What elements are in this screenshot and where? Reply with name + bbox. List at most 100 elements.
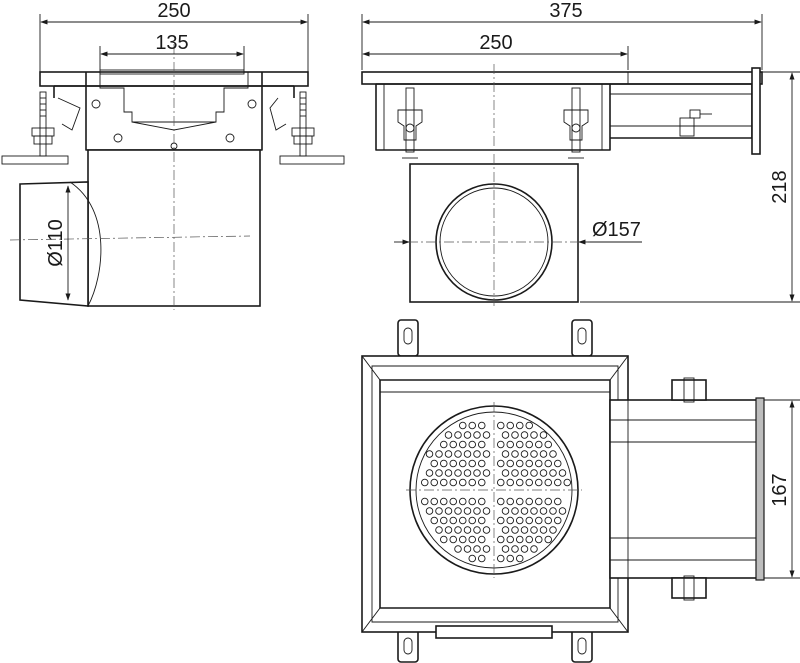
grate-hole [473,450,481,458]
dim-outlet-diameter: Ø110 [45,219,67,266]
grate-hole [501,507,510,515]
side-outlet-arm [610,83,753,139]
grate-hole [468,459,477,468]
grate-hole [516,554,524,563]
grate-hole [421,478,429,487]
grate-hole [501,469,510,477]
grate-hole [520,431,529,439]
grate-hole [449,535,458,544]
grate-hole [468,554,477,563]
grate-hole [459,478,467,487]
plan-outlet-arm [609,377,765,601]
grate-hole [435,507,443,515]
grate-hole [463,526,472,534]
grate-hole [544,516,553,525]
grate-hole [506,440,515,449]
grate-holes [421,421,572,563]
grate-hole [497,421,505,430]
grate-hole [468,478,477,487]
grate-hole [430,478,439,487]
grate-hole [520,545,529,553]
grate-hole [516,459,524,468]
side-left-bolt [397,87,423,159]
grate-hole [506,554,515,563]
grate-hole [468,421,477,430]
grate-hole [554,497,562,506]
grate-hole [449,440,458,449]
grate-hole [478,440,486,449]
grate-hole [501,526,510,534]
grate-hole [430,516,439,525]
plan-lugs [397,319,593,663]
grate-hole [535,440,543,449]
grate-hole [535,516,543,525]
grate-hole [516,440,524,449]
grate-hole [444,450,453,458]
grate-hole [525,535,534,544]
grate-hole [454,469,462,477]
grate-hole [482,469,491,477]
grate-hole [454,545,462,553]
grate-hole [425,469,434,477]
front-right-bolt [279,91,345,165]
grate-hole [482,545,491,553]
grate-hole [501,545,510,553]
grate-hole [539,431,548,439]
grate-hole [549,469,557,477]
grate-hole [473,545,481,553]
grate-hole [497,497,505,506]
grate-hole [459,440,467,449]
grate-hole [440,497,448,506]
grate-hole [459,535,467,544]
grate-hole [449,516,458,525]
dim-front-width: 250 [157,0,190,22]
grate-hole [554,478,562,487]
grate-hole [525,497,534,506]
grate-hole [468,535,477,544]
grate-hole [549,526,557,534]
grate-hole [430,459,439,468]
grate-hole [549,507,557,515]
grate-hole [530,431,538,439]
grate-hole [454,526,462,534]
grate-hole [440,478,448,487]
grate-hole [544,535,553,544]
side-frame [375,83,611,151]
grate-hole [473,469,481,477]
grate-hole [454,507,462,515]
grate-hole [468,516,477,525]
grate-hole [558,469,567,477]
grate-hole [478,497,486,506]
grate-hole [459,497,467,506]
grate-hole [544,497,553,506]
grate-hole [497,459,505,468]
grate-hole [444,469,453,477]
grate-hole [535,535,543,544]
grate-hole [463,469,472,477]
grate-hole [516,516,524,525]
grate-hole [530,507,538,515]
grate-hole [539,469,548,477]
grate-hole [549,450,557,458]
grate-hole [563,478,572,487]
grate-hole [478,459,486,468]
grate-hole [440,535,448,544]
grate-hole [558,507,567,515]
grate-hole [511,545,519,553]
grate-hole [506,535,515,544]
grate-hole [435,450,443,458]
grate-hole [506,516,515,525]
grate-hole [539,507,548,515]
grate-hole [482,450,491,458]
side-right-bolt [563,87,589,159]
dim-plan-outlet-width: 167 [769,473,791,506]
grate-hole [473,431,481,439]
grate-hole [497,516,505,525]
grate-hole [497,535,505,544]
grate-hole [444,507,453,515]
grate-hole [497,478,505,487]
side-top-cover [361,71,763,85]
grate-hole [463,431,472,439]
